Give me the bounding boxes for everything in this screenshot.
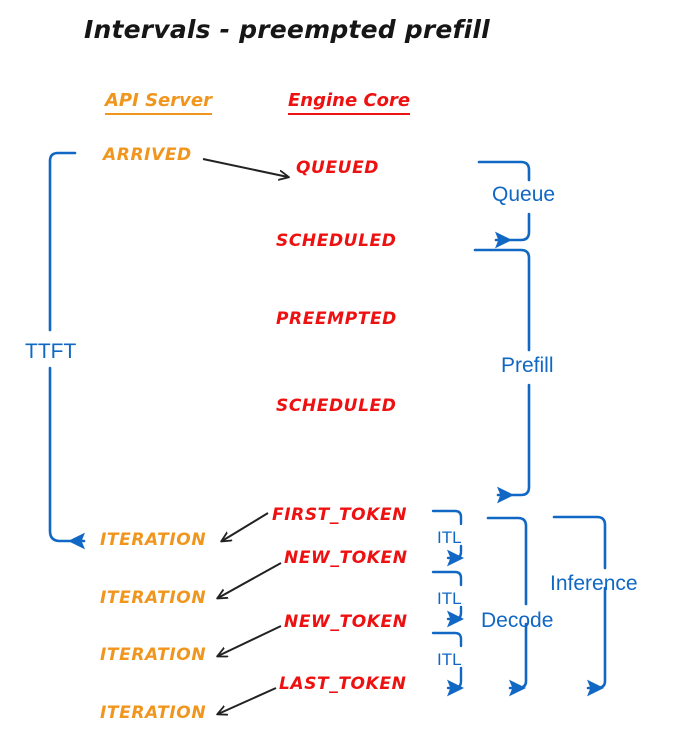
column-header-api-server: API Server: [105, 90, 212, 115]
arrow-first-token-to-iteration: [222, 512, 269, 541]
state-queued: QUEUED: [296, 158, 379, 178]
interval-label-inference: Inference: [547, 572, 641, 596]
interval-label-itl: ITL: [436, 528, 463, 548]
arrow-new-token-to-iteration: [218, 625, 282, 656]
column-header-engine-core: Engine Core: [288, 90, 411, 115]
arrow-new-token-to-iteration: [218, 562, 282, 598]
state-new-token: NEW_TOKEN: [284, 548, 408, 568]
arrow-last-token-to-iteration: [218, 687, 277, 714]
state-new-token: NEW_TOKEN: [284, 612, 408, 632]
bracket-inference: [552, 515, 607, 697]
interval-label-prefill: Prefill: [498, 354, 557, 378]
state-iteration: ITERATION: [100, 703, 207, 723]
interval-label-ttft: TTFT: [22, 340, 80, 364]
interval-label-decode: Decode: [478, 609, 557, 633]
bracket-decode: [486, 516, 528, 697]
page-title: Intervals - preempted prefill: [84, 15, 490, 44]
state-scheduled: SCHEDULED: [276, 231, 397, 251]
state-iteration: ITERATION: [100, 530, 207, 550]
state-first-token: FIRST_TOKEN: [272, 505, 408, 525]
interval-label-itl: ITL: [436, 589, 463, 609]
state-iteration: ITERATION: [100, 588, 207, 608]
interval-label-queue: Queue: [489, 183, 559, 207]
arrow-arrived-to-queued: [202, 158, 288, 177]
state-preempted: PREEMPTED: [276, 309, 397, 329]
state-last-token: LAST_TOKEN: [279, 674, 407, 694]
state-scheduled: SCHEDULED: [276, 396, 397, 416]
interval-label-itl: ITL: [436, 650, 463, 670]
state-iteration: ITERATION: [100, 645, 207, 665]
state-arrived: ARRIVED: [103, 145, 192, 165]
